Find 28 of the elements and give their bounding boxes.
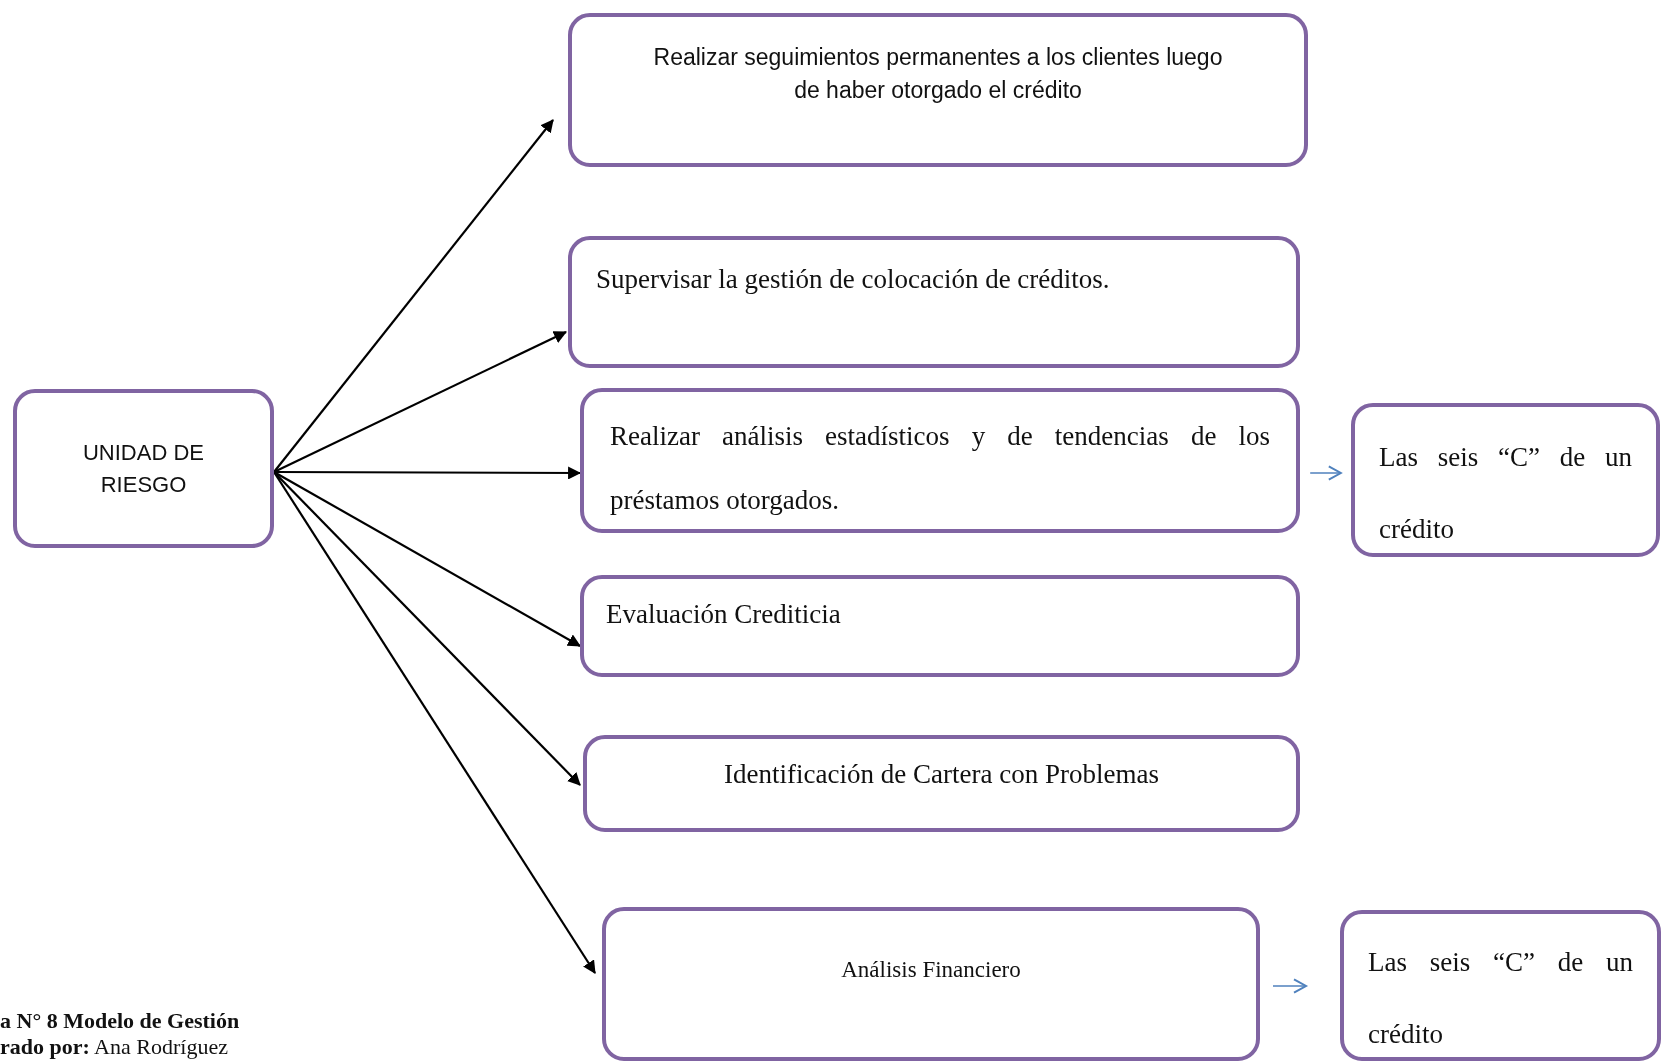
- process-box: [602, 907, 1260, 1061]
- box-text: Realizar seguimientos permanentes a los clientes luego de haber otorgado el crédito: [652, 43, 1224, 106]
- process-box: [580, 388, 1300, 533]
- process-box: [1340, 910, 1661, 1061]
- process-box: [580, 575, 1300, 677]
- arrow: [273, 331, 567, 473]
- arrow: [273, 471, 581, 647]
- box-text: Las seis “C” de un crédito: [1368, 946, 1633, 1051]
- box-text: Identificación de Cartera con Problemas: [723, 758, 1160, 791]
- arrow: [1309, 465, 1342, 481]
- box-text: Supervisar la gestión de colocación de créditos.: [596, 263, 1111, 296]
- process-box: [583, 735, 1300, 832]
- arrow: [273, 471, 596, 974]
- arrow: [1272, 978, 1307, 994]
- process-box: [13, 389, 274, 548]
- process-box: [568, 13, 1308, 167]
- box-text: Evaluación Crediticia: [606, 598, 842, 631]
- caption-text: a N° 8 Modelo de Gestión: [0, 1008, 240, 1034]
- arrow: [273, 471, 581, 786]
- arrow: [273, 119, 554, 473]
- caption-text: rado por: Ana Rodríguez: [0, 1034, 228, 1060]
- arrow: [274, 466, 582, 480]
- box-text: Las seis “C” de un crédito: [1379, 441, 1632, 546]
- process-box: [1351, 403, 1660, 557]
- process-box: [568, 236, 1300, 368]
- box-text: Realizar análisis estadísticos y de tendencias de los préstamos otorgados.: [610, 420, 1270, 517]
- box-text: UNIDAD DE RIESGO: [82, 438, 205, 499]
- box-text: Análisis Financiero: [840, 956, 1022, 984]
